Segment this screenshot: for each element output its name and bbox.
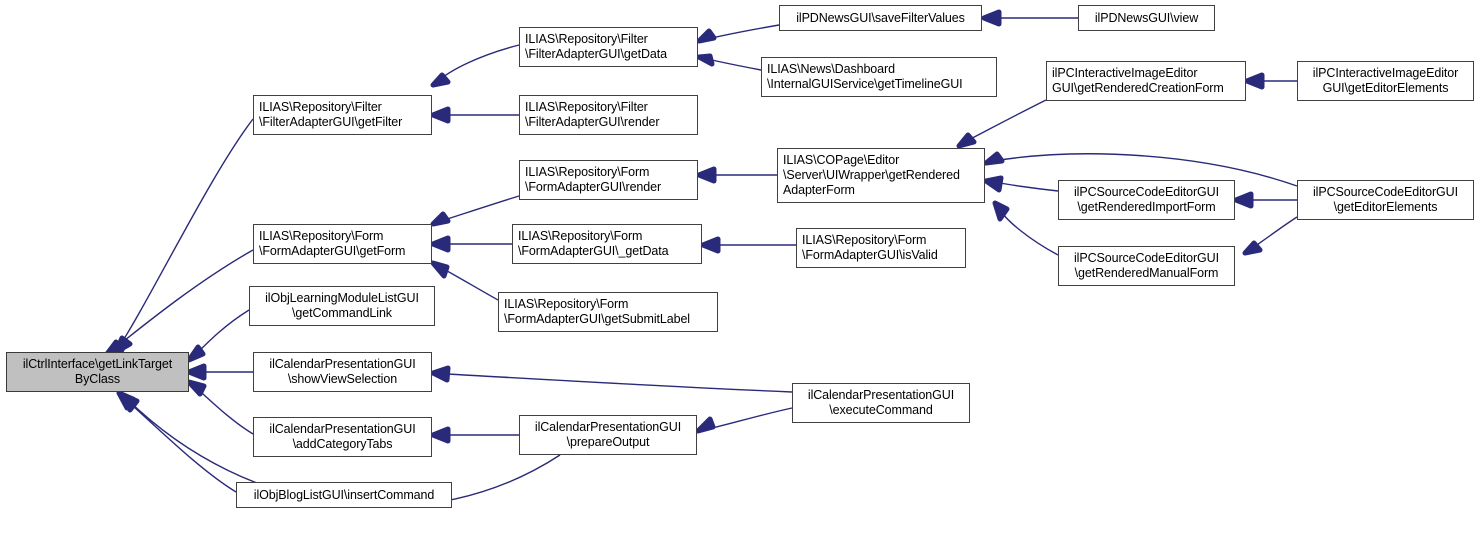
graph-node-label: ilPCSourceCodeEditorGUI \getRenderedManu… [1074, 251, 1219, 280]
graph-node-label: ilPDNewsGUI\view [1094, 10, 1199, 25]
graph-node-pdnews_savefiltervalues[interactable]: ilPDNewsGUI\saveFilterValues [779, 5, 982, 31]
graph-node-label: ilCtrlInterface\getLinkTarget ByClass [22, 357, 173, 386]
graph-node-label: ILIAS\News\Dashboard \InternalGUIService… [767, 62, 963, 91]
graph-node-label: ILIAS\Repository\Form \FormAdapterGUI\re… [525, 165, 662, 194]
graph-node-label: ILIAS\Repository\Form \FormAdapterGUI\is… [802, 233, 938, 262]
graph-node-label: ILIAS\Repository\Filter \FilterAdapterGU… [525, 32, 668, 61]
graph-node-label: ILIAS\COPage\Editor \Server\UIWrapper\ge… [783, 153, 960, 197]
graph-node-label: ilObjLearningModuleListGUI \getCommandLi… [265, 291, 419, 320]
graph-node-form_getsubmitlabel[interactable]: ILIAS\Repository\Form \FormAdapterGUI\ge… [498, 292, 718, 332]
graph-node-label: ilPDNewsGUI\saveFilterValues [796, 10, 965, 25]
graph-node-ipc_img_creationform[interactable]: ilPCInteractiveImageEditor GUI\getRender… [1046, 61, 1246, 101]
graph-node-cal_showviewselection[interactable]: ilCalendarPresentationGUI \showViewSelec… [253, 352, 432, 392]
graph-node-label: ILIAS\Repository\Filter \FilterAdapterGU… [259, 100, 403, 129]
graph-node-copage_getrenderedadapterform[interactable]: ILIAS\COPage\Editor \Server\UIWrapper\ge… [777, 148, 985, 203]
graph-node-pdnews_view[interactable]: ilPDNewsGUI\view [1078, 5, 1215, 31]
graph-node-cal_prepareoutput[interactable]: ilCalendarPresentationGUI \prepareOutput [519, 415, 697, 455]
graph-node-label: ilPCInteractiveImageEditor GUI\getEditor… [1312, 66, 1459, 95]
graph-node-lm_getcommandlink[interactable]: ilObjLearningModuleListGUI \getCommandLi… [249, 286, 435, 326]
graph-node-label: ILIAS\Repository\Form \FormAdapterGUI\_g… [518, 229, 669, 258]
graph-node-label: ilPCSourceCodeEditorGUI \getEditorElemen… [1313, 185, 1458, 214]
graph-node-cal_addcategorytabs[interactable]: ilCalendarPresentationGUI \addCategoryTa… [253, 417, 432, 457]
graph-node-form_getform[interactable]: ILIAS\Repository\Form \FormAdapterGUI\ge… [253, 224, 432, 264]
graph-node-news_dashboard_timeline[interactable]: ILIAS\News\Dashboard \InternalGUIService… [761, 57, 997, 97]
graph-node-label: ilPCInteractiveImageEditor GUI\getRender… [1052, 66, 1224, 95]
graph-node-ipc_src_manualform[interactable]: ilPCSourceCodeEditorGUI \getRenderedManu… [1058, 246, 1235, 286]
graph-node-form_getdata_priv[interactable]: ILIAS\Repository\Form \FormAdapterGUI\_g… [512, 224, 702, 264]
graph-node-label: ilCalendarPresentationGUI \addCategoryTa… [269, 422, 416, 451]
graph-node-filter_render[interactable]: ILIAS\Repository\Filter \FilterAdapterGU… [519, 95, 698, 135]
graph-node-label: ILIAS\Repository\Form \FormAdapterGUI\ge… [259, 229, 406, 258]
graph-node-filter_getfilter[interactable]: ILIAS\Repository\Filter \FilterAdapterGU… [253, 95, 432, 135]
graph-node-label: ilPCSourceCodeEditorGUI \getRenderedImpo… [1074, 185, 1219, 214]
graph-node-label: ilCalendarPresentationGUI \executeComman… [807, 388, 955, 417]
graph-node-label: ilCalendarPresentationGUI \showViewSelec… [269, 357, 416, 386]
graph-node-form_isvalid[interactable]: ILIAS\Repository\Form \FormAdapterGUI\is… [796, 228, 966, 268]
graph-node-label: ilObjBlogListGUI\insertCommand [253, 487, 435, 502]
graph-node-root[interactable]: ilCtrlInterface\getLinkTarget ByClass [6, 352, 189, 392]
graph-node-cal_executecommand[interactable]: ilCalendarPresentationGUI \executeComman… [792, 383, 970, 423]
graph-node-ipc_src_importform[interactable]: ilPCSourceCodeEditorGUI \getRenderedImpo… [1058, 180, 1235, 220]
graph-node-blog_insertcommand[interactable]: ilObjBlogListGUI\insertCommand [236, 482, 452, 508]
graph-node-ipc_img_editorelements[interactable]: ilPCInteractiveImageEditor GUI\getEditor… [1297, 61, 1474, 101]
graph-node-ipc_src_editorelements[interactable]: ilPCSourceCodeEditorGUI \getEditorElemen… [1297, 180, 1474, 220]
graph-node-form_render[interactable]: ILIAS\Repository\Form \FormAdapterGUI\re… [519, 160, 698, 200]
graph-node-label: ilCalendarPresentationGUI \prepareOutput [534, 420, 682, 449]
graph-node-label: ILIAS\Repository\Form \FormAdapterGUI\ge… [504, 297, 690, 326]
graph-node-label: ILIAS\Repository\Filter \FilterAdapterGU… [525, 100, 660, 129]
graph-node-filter_getdata[interactable]: ILIAS\Repository\Filter \FilterAdapterGU… [519, 27, 698, 67]
